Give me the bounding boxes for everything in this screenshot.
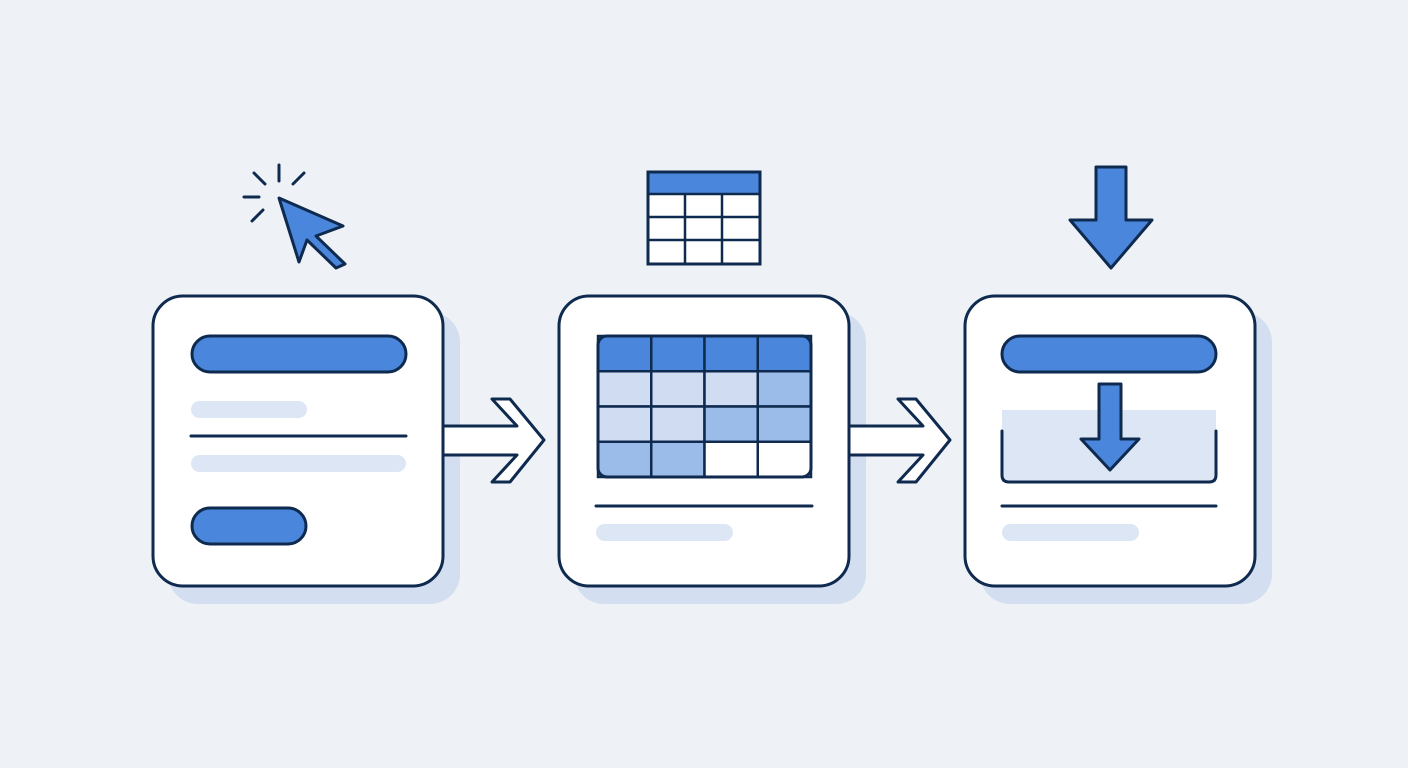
table-cell	[650, 440, 706, 479]
step-table	[557, 294, 866, 604]
table-header-cell	[756, 334, 813, 373]
form-placeholder-line	[191, 401, 307, 418]
table-cell	[703, 440, 759, 479]
table-caption-line	[596, 524, 733, 541]
right-arrow-icon	[847, 397, 952, 484]
data-table	[596, 334, 813, 479]
form-placeholder-line	[191, 455, 406, 472]
table-cell	[756, 405, 813, 443]
table-cell	[650, 370, 706, 408]
data-table-border	[596, 334, 813, 479]
download-arrow-icon	[1079, 382, 1141, 472]
table-cell	[756, 370, 813, 408]
download-tray	[1000, 429, 1218, 484]
table-cell	[596, 370, 653, 408]
table-cell	[703, 370, 759, 408]
form-submit-button	[190, 506, 308, 546]
table-header-cell	[703, 334, 759, 373]
cursor-click-icon	[242, 163, 347, 270]
right-arrow-icon	[441, 397, 546, 484]
download-arrow-icon	[1068, 165, 1154, 270]
table-cell	[596, 405, 653, 443]
download-header-bar	[1000, 334, 1218, 374]
table-cell	[703, 405, 759, 443]
form-header-bar	[190, 334, 408, 374]
step-download	[963, 294, 1272, 604]
download-caption-line	[1002, 524, 1139, 541]
table-cell	[596, 440, 653, 479]
table-icon	[646, 170, 762, 266]
table-cell	[756, 440, 813, 479]
table-cell	[650, 405, 706, 443]
table-header-cell	[596, 334, 653, 373]
step-form	[151, 294, 460, 604]
table-header-cell	[650, 334, 706, 373]
